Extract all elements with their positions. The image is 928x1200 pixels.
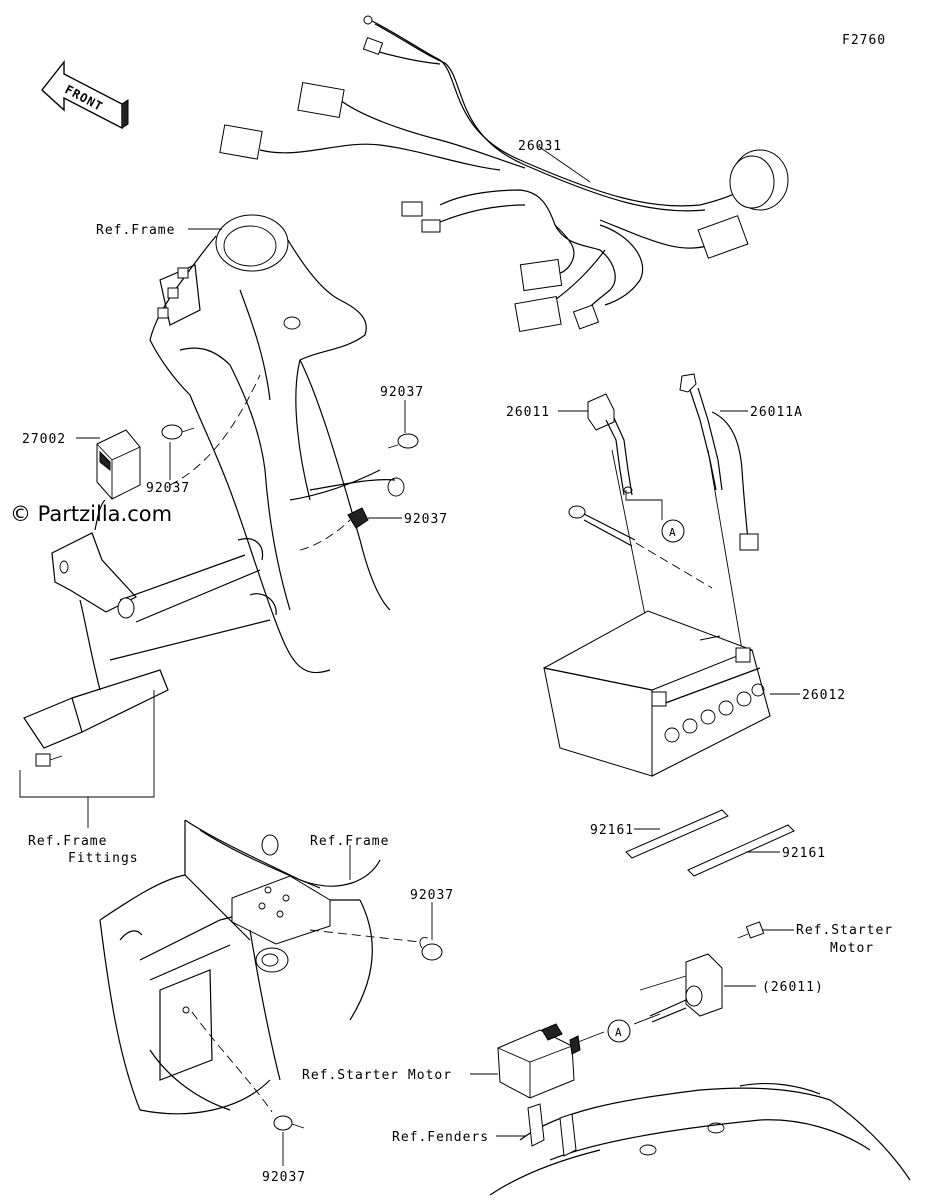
relay-bracket [51, 499, 271, 691]
positive-cable-label: 26011 [506, 405, 550, 420]
rear-fender [489, 1082, 911, 1196]
clamp-icon [273, 1115, 305, 1131]
frame-fittings-label-2: Fittings [68, 851, 139, 866]
figure-code: F2760 [842, 33, 886, 48]
clamp-b-label: 92037 [380, 385, 424, 400]
starter-motor-right-label-2: Motor [830, 941, 874, 956]
relay-part [96, 429, 141, 500]
frame-fittings-label-1: Ref.Frame [28, 834, 107, 849]
battery-strip [625, 809, 795, 877]
strip-1-label: 92161 [590, 823, 634, 838]
lower-frame [99, 819, 421, 1115]
clamp-icon [347, 507, 369, 529]
clamp-d-label: 92037 [410, 888, 454, 903]
mount-bolt-icon [35, 753, 63, 767]
main-harness [219, 15, 789, 333]
watermark: © Partzilla.com [10, 502, 172, 526]
fenders-label: Ref.Fenders [392, 1130, 489, 1145]
starter-relay-part [497, 1023, 581, 1099]
front-arrow-icon: FRONT [41, 59, 129, 130]
negative-cable-label: 26011A [750, 405, 803, 420]
ground-cable [568, 505, 713, 589]
clamp-icon [161, 424, 195, 440]
relay-label: 27002 [22, 432, 66, 447]
ref-frame-lower-label: Ref.Frame [310, 834, 389, 849]
harness-label: 26031 [518, 139, 562, 154]
callout-a-bottom: A [615, 1026, 623, 1039]
upper-frame [149, 214, 405, 674]
starter-motor-left-label: Ref.Starter Motor [302, 1068, 452, 1083]
strip-2-label: 92161 [782, 846, 826, 861]
clamp-icon [419, 937, 443, 961]
clamp-e-label: 92037 [262, 1170, 306, 1185]
callout-a-top: A [669, 526, 677, 539]
battery-part [543, 610, 771, 777]
starter-motor-right-label-1: Ref.Starter [796, 923, 893, 938]
negative-cable [679, 373, 759, 651]
clamp-c-label: 92037 [404, 512, 448, 527]
starter-cable-terminal [639, 953, 723, 1023]
starter-bolt-icon [737, 921, 765, 939]
clamp-icon [387, 433, 419, 449]
battery-label: 26012 [802, 688, 846, 703]
clamp-a-label: 92037 [146, 481, 190, 496]
ref-frame-top-label: Ref.Frame [96, 223, 175, 238]
starter-cable-ref-label: (26011) [762, 980, 824, 995]
